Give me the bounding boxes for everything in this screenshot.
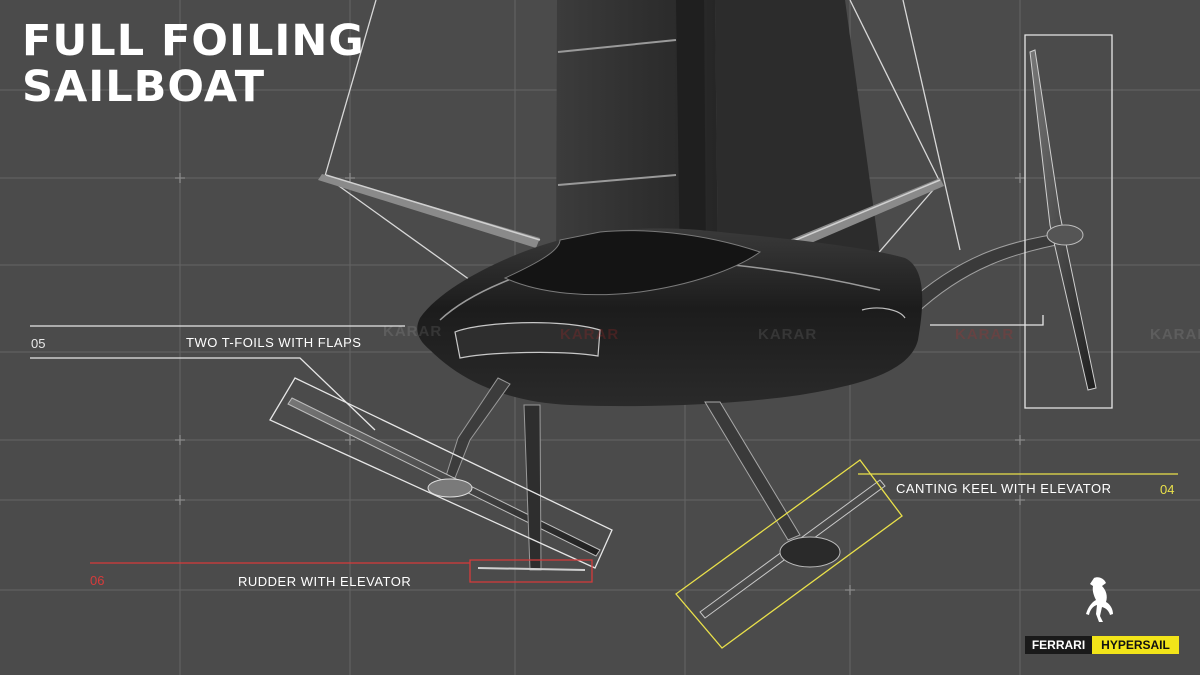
- watermark: KARAR: [758, 326, 818, 343]
- canting-keel: [699, 401, 886, 619]
- rigging: [324, 0, 961, 319]
- rudder: [477, 404, 586, 571]
- brand-ferrari: FERRARI: [1025, 636, 1092, 654]
- watermark: KARAR: [383, 323, 443, 340]
- callout-label-rudder: RUDDER WITH ELEVATOR: [238, 574, 412, 589]
- callout-label-keel: CANTING KEEL WITH ELEVATOR: [896, 481, 1112, 496]
- watermark: KARAR: [1150, 326, 1200, 343]
- prancing-horse-icon: [1086, 577, 1113, 622]
- hull: [417, 228, 923, 407]
- sail: [556, 0, 880, 275]
- watermark: KARAR: [560, 326, 620, 343]
- wing-arms: [318, 174, 944, 258]
- callout-label-t-foils: TWO T-FOILS WITH FLAPS: [186, 335, 362, 350]
- title-line-2: SAILBOAT: [22, 62, 266, 112]
- page-title: FULL FOILING SAILBOAT: [22, 18, 365, 110]
- callout-number-06: 06: [90, 573, 105, 588]
- watermark: KARAR: [955, 326, 1015, 343]
- callout-number-04: 04: [1160, 482, 1175, 497]
- port-foil: [287, 377, 601, 557]
- brand-badge: FERRARI HYPERSAIL: [1025, 636, 1179, 654]
- brand-hypersail: HYPERSAIL: [1092, 636, 1179, 654]
- callout-lines: [30, 34, 1178, 649]
- title-line-1: FULL FOILING: [22, 16, 365, 66]
- callout-number-05: 05: [31, 336, 46, 351]
